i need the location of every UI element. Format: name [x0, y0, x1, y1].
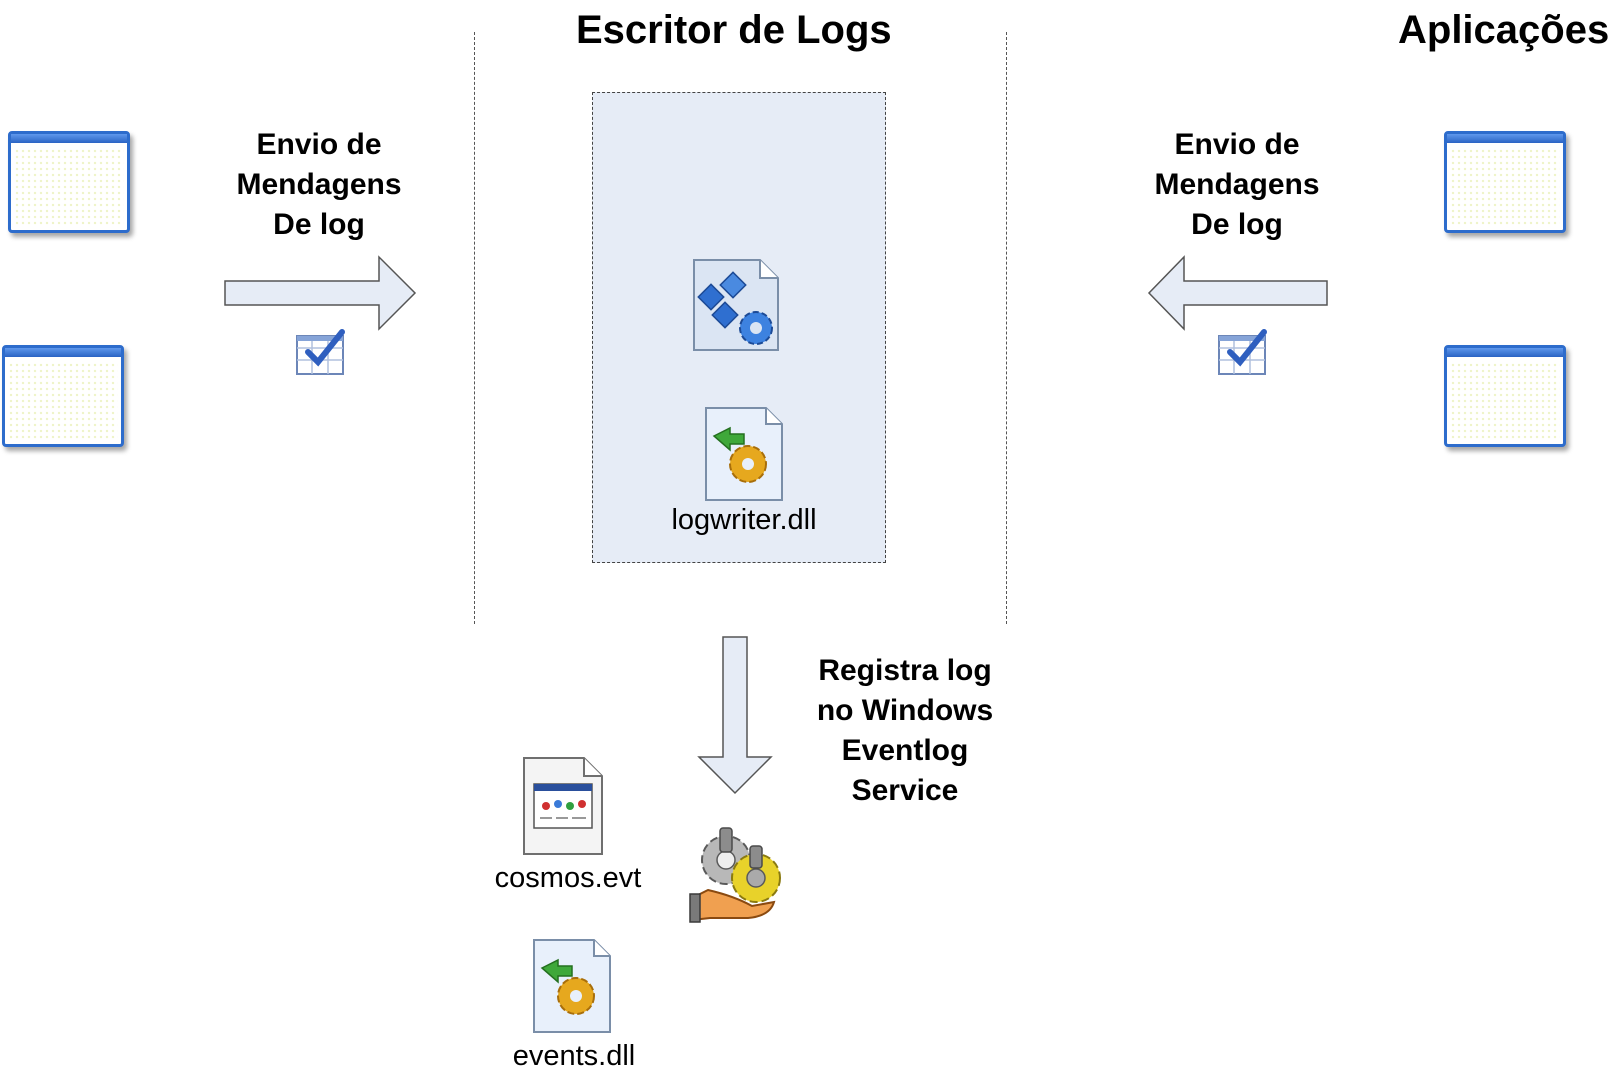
applications-title: Aplicações — [1398, 8, 1610, 52]
checklist-icon — [296, 329, 345, 375]
right-send-caption: Envio de Mendagens De log — [1154, 128, 1320, 241]
dll-file-icon — [533, 939, 611, 1033]
dll-file-icon — [705, 407, 783, 501]
app-window-icon — [1444, 345, 1566, 447]
app-window-icon — [2, 345, 124, 447]
left-separator — [474, 32, 475, 624]
app-window-icon — [1444, 131, 1566, 233]
log-writer-title: Escritor de Logs — [576, 8, 892, 52]
cosmos-label: cosmos.evt — [494, 862, 642, 894]
down-arrow — [697, 636, 773, 795]
right-separator — [1006, 32, 1007, 624]
component-file-icon — [693, 259, 779, 351]
right-arrow — [224, 255, 417, 331]
evt-file-icon — [523, 757, 603, 855]
events-label: events.dll — [512, 1040, 636, 1072]
left-arrow — [1147, 255, 1328, 331]
eventlog-caption: Registra log no Windows Eventlog Service — [816, 654, 994, 807]
left-send-caption: Envio de Mendagens De log — [236, 128, 402, 241]
logwriter-label: logwriter.dll — [671, 504, 817, 536]
checklist-icon — [1218, 329, 1267, 375]
app-window-icon — [8, 131, 130, 233]
service-gears-icon — [689, 827, 781, 923]
